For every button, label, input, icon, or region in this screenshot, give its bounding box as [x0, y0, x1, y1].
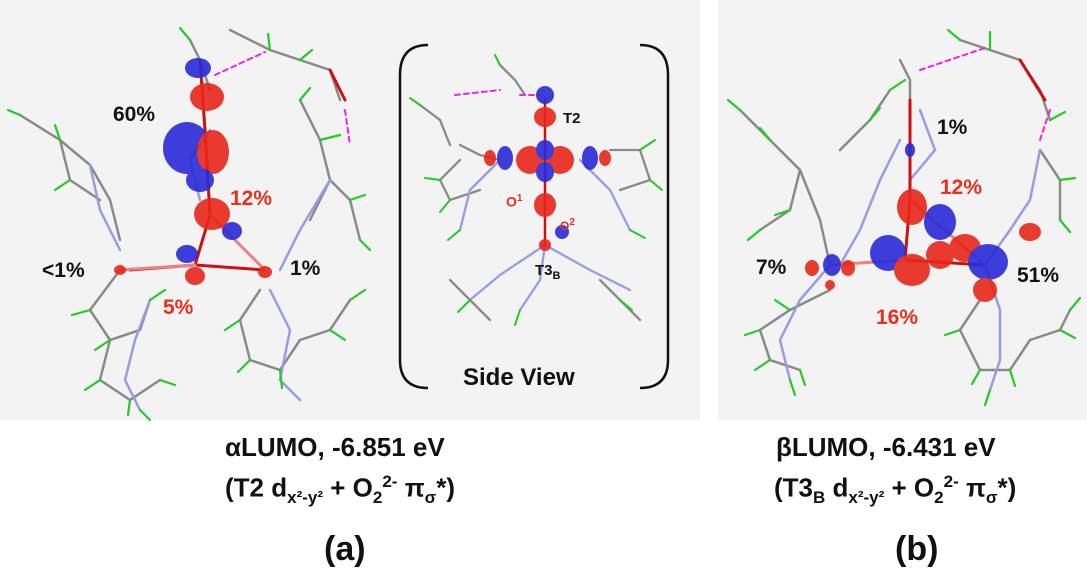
- panel-a-label: (a): [324, 530, 366, 568]
- panel-b-orbital-lobes: [805, 143, 1041, 302]
- atom-label-o2: O2: [560, 217, 575, 233]
- side-view-title: Side View: [463, 364, 575, 391]
- panel-a-pct-label: 1%: [290, 257, 321, 280]
- atom-label-t3b: T3B: [535, 262, 561, 282]
- panel-b-pct-label: 12%: [940, 176, 983, 199]
- panel-a-caption-energy: αLUMO, -6.851 eV: [225, 432, 445, 462]
- panel-b-pct-label: 7%: [756, 256, 787, 279]
- side-view-bracket: [398, 43, 670, 390]
- panel-b-molecule: [726, 28, 1082, 407]
- side-view-orbital-lobes: [484, 86, 611, 251]
- panel-a-orbital-lobes: [114, 58, 272, 285]
- panel-a-molecule: [6, 26, 372, 422]
- atom-label-o1: O1: [506, 193, 523, 210]
- panel-a-pct-label: <1%: [42, 259, 85, 282]
- panel-b-caption-energy: βLUMO, -6.431 eV: [776, 432, 996, 462]
- panel-b-pct-label: 16%: [876, 306, 919, 329]
- atom-label-t2: T2: [563, 110, 581, 127]
- panel-a-background: [0, 0, 700, 420]
- panel-b-label: (b): [895, 530, 939, 568]
- panel-b-pct-label: 1%: [937, 116, 968, 139]
- panel-a-pct-label: 12%: [230, 187, 273, 210]
- panel-b-caption-orbital: (T3B dx²-y² + O22- πσ*): [774, 472, 1017, 507]
- panel-b-pct-label: 51%: [1017, 264, 1060, 287]
- panel-a-pct-label: 60%: [113, 103, 156, 126]
- side-view-molecule: [409, 54, 663, 326]
- panel-a-caption-orbital: (T2 dx²-y² + O22- πσ*): [225, 472, 456, 507]
- panel-a-pct-label: 5%: [163, 296, 194, 319]
